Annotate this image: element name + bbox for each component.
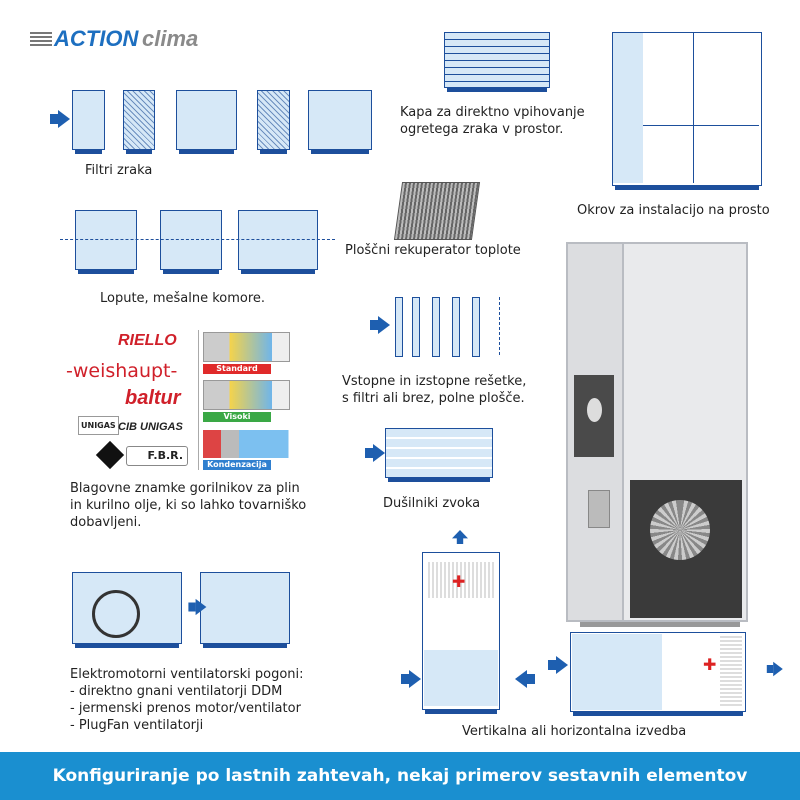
airflow-arrow-icon — [766, 661, 783, 677]
first-aid-icon: ✚ — [452, 572, 466, 591]
silencers-caption: Dušilniki zvoka — [383, 496, 481, 511]
hood-diagram — [444, 32, 550, 92]
drives-caption: Elektromotorni ventilatorski pogoni:- di… — [70, 667, 304, 733]
up-arrow-icon — [452, 530, 468, 544]
recuperator-image — [393, 182, 481, 240]
airflow-arrow-icon — [188, 598, 207, 616]
condensing-label: Kondenzacija — [203, 460, 271, 470]
recuperator-caption: Ploščni rekuperator toplote — [345, 243, 521, 258]
logo-clima: clima — [142, 26, 199, 51]
footer-banner: Konfiguriranje po lastnih zahtevah, neka… — [0, 752, 800, 800]
silencer-diagram — [385, 428, 493, 482]
grilles-caption: Vstopne in izstopne rešetke,s filtri ali… — [342, 374, 527, 406]
baltur-logo: baltur — [125, 387, 181, 409]
first-aid-icon: ✚ — [703, 655, 717, 674]
high-efficiency-label: Visoki izkoristek — [203, 412, 271, 431]
actionclima-logo: ACTION clima — [30, 26, 220, 52]
fbr-logo: F.B.R. — [126, 446, 188, 466]
standard-label: Standard — [203, 364, 271, 374]
weishaupt-logo: -weishaupt- — [66, 360, 178, 382]
airflow-arrow-icon — [370, 316, 390, 334]
airflow-arrow-icon — [365, 444, 385, 462]
outdoor-casing-diagram — [612, 32, 762, 190]
unigas-logo: UNIGAS — [78, 416, 119, 435]
outdoor-caption: Okrov za instalacijo na prosto — [577, 203, 770, 218]
condensing-flame-image — [203, 430, 293, 458]
logo-action: ACTION — [54, 26, 139, 51]
filters-caption: Filtri zraka — [85, 163, 153, 178]
standard-flame-image — [203, 332, 290, 362]
orientation-caption: Vertikalna ali horizontalna izvedba — [462, 724, 687, 739]
airflow-arrow-icon — [548, 656, 568, 674]
airflow-arrow-icon — [50, 110, 70, 128]
riello-logo: RIELLO — [118, 332, 177, 349]
cib-unigas-logo: CIB UNIGAS — [118, 421, 183, 433]
airflow-arrow-icon — [515, 670, 527, 688]
dampers-caption: Lopute, mešalne komore. — [100, 291, 266, 306]
fbr-diamond-icon — [95, 440, 125, 470]
airflow-arrow-icon — [401, 670, 421, 688]
high-efficiency-flame-image — [203, 380, 290, 410]
